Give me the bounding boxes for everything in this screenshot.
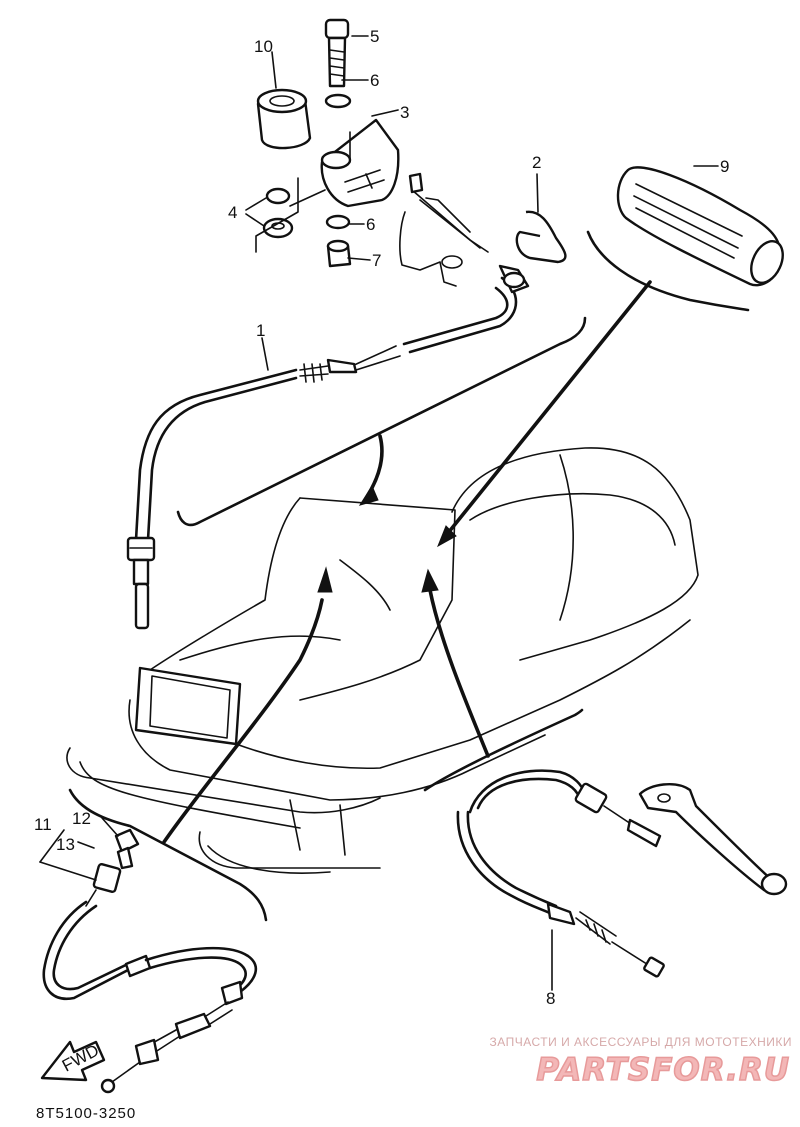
callout-10: 10 [254,37,273,56]
throttle-lever-assembly [255,18,489,287]
callout-leaders [39,35,719,991]
part-11-cable [42,828,258,1094]
callout-2: 2 [532,153,541,172]
group-outlines [68,230,750,922]
callout-11: 11 [34,815,52,834]
callout-4: 4 [228,203,237,222]
part-2-clip [515,210,567,264]
callout-7: 7 [372,251,381,270]
brake-lever [638,783,788,896]
pointer-arrows [162,280,652,844]
part-9-grip [616,166,784,287]
watermark-caption: ЗАПЧАСТИ И АКСЕССУАРЫ ДЛЯ МОТОТЕХНИКИ [490,1035,792,1049]
snowmobile-illustration [66,447,699,874]
callout-1: 1 [256,321,265,340]
callout-9: 9 [720,157,729,176]
watermark: ЗАПЧАСТИ И АКСЕССУАРЫ ДЛЯ МОТОТЕХНИКИ PA… [490,1035,792,1089]
callout-8: 8 [546,989,555,1008]
fwd-arrow-icon: FWD [40,1041,106,1082]
callout-3: 3 [400,103,409,122]
callout-numbers: 10 5 6 3 2 9 4 6 7 1 11 12 13 8 [34,27,729,1008]
callout-6-top: 6 [370,71,379,90]
part-1-throttle-cable [126,264,530,630]
callout-13: 13 [56,835,75,854]
watermark-brand: PARTSFOR.RU [536,1052,790,1088]
diagram-code: 8T5100-3250 [36,1105,136,1122]
callout-6-lower: 6 [366,215,375,234]
part-8-brake-cable [456,769,665,978]
callout-5: 5 [370,27,379,46]
callout-12: 12 [72,809,91,828]
